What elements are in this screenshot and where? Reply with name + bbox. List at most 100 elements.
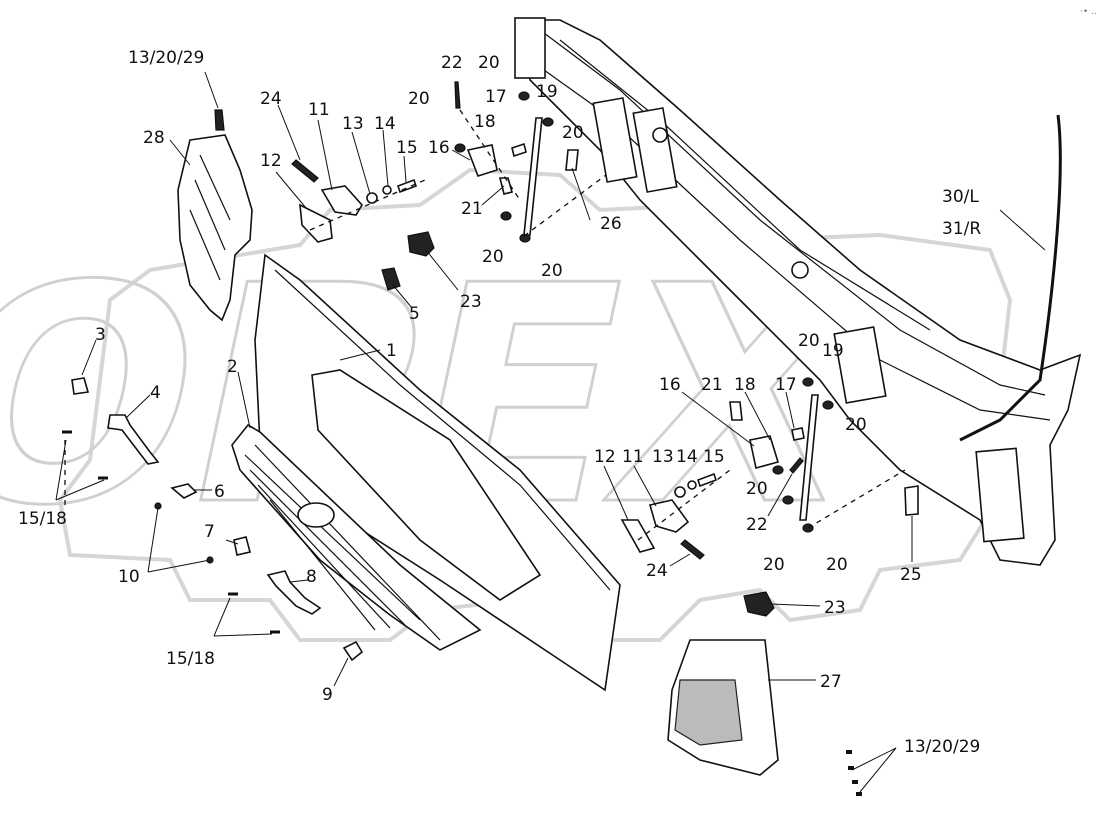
leader-11-top [317, 119, 333, 191]
callout-label: 3 [95, 325, 106, 345]
leader-23-top [425, 249, 459, 291]
callout-label: 22 [746, 515, 768, 535]
small-parts-left [62, 377, 364, 662]
leader-15-18-bottom-a [213, 597, 231, 637]
assembly-line-e [807, 469, 906, 529]
callout-label: 15 [703, 447, 725, 467]
part-4-handle [107, 414, 160, 465]
grille-emblem [297, 502, 335, 528]
callout-label: 16 [428, 138, 450, 158]
assembly-line-c [523, 174, 607, 237]
part-13-20-29-screws-bottom [846, 750, 862, 796]
callout-label: 13 [342, 114, 364, 134]
part-13-washer-right [674, 486, 686, 498]
part-15-18-screws-bottom [228, 592, 280, 634]
part-7-cap [233, 536, 251, 556]
leader-22-right [767, 473, 793, 517]
leader-13-top [351, 131, 371, 195]
hinge-assembly-top [214, 81, 579, 291]
callout-label: 27 [820, 672, 842, 692]
hinge-assembly-right [620, 377, 919, 796]
part-23-buffer-top [407, 231, 435, 257]
leader-12-right [603, 465, 629, 521]
leader-2 [237, 371, 251, 429]
grille-2-body [231, 423, 482, 651]
part-21-pin-right [729, 401, 743, 421]
leader-13-20-29-bottom-a [851, 747, 897, 771]
callout-label: 20 [541, 261, 563, 281]
part-8-handle [266, 570, 322, 615]
callout-label: 10 [118, 567, 140, 587]
part-13-washer-top [366, 192, 378, 204]
leader-24-right [669, 553, 691, 567]
leader-16-right [681, 391, 755, 447]
front-panel-1-window [311, 369, 542, 601]
callout-label: 20 [845, 415, 867, 435]
crossmember-bracket-e [514, 17, 546, 79]
leader-9 [333, 657, 349, 687]
front-panel-1 [254, 253, 621, 692]
leader-28 [169, 139, 191, 166]
part-20-bush-f [802, 377, 814, 387]
part-6-cover [170, 483, 198, 499]
leader-15-18-left-b [55, 479, 105, 501]
part-20-bush-b [454, 143, 466, 153]
part-24-spring-right [680, 539, 705, 560]
part-23-buffer-right [743, 591, 775, 617]
leader-15-18-bottom-b [213, 633, 273, 637]
crossmember-edge-b [529, 59, 1051, 421]
part-3-cap [71, 377, 90, 395]
leader-16-top [451, 149, 471, 161]
crossmember-edge-c [559, 39, 931, 331]
callout-label: 26 [600, 214, 622, 234]
callout-label: 12 [594, 447, 616, 467]
part-22-pin-top [454, 81, 461, 109]
corner-panel-28 [177, 134, 253, 322]
callout-label: 14 [374, 114, 396, 134]
callout-label: 23 [460, 292, 482, 312]
leader-17-right [785, 391, 795, 429]
part-11-hinge-right [648, 499, 690, 533]
callout-label: 20 [408, 89, 430, 109]
leader-11-right [633, 465, 657, 507]
callout-label: 20 [482, 247, 504, 267]
leader-lines [55, 71, 1046, 793]
part-20-bush-a [518, 91, 530, 101]
part-20-bush-c [542, 117, 554, 127]
callout-label: 20 [562, 123, 584, 143]
part-17-pin-right [791, 427, 805, 441]
part-13-20-29-screw-top [214, 109, 225, 131]
leader-8 [289, 579, 309, 583]
leader-26 [571, 167, 591, 221]
part-11-hinge-top [320, 185, 363, 216]
leader-10-a [147, 507, 159, 573]
callout-label: 20 [746, 479, 768, 499]
callout-label: 19 [536, 82, 558, 102]
callout-label: 1 [386, 341, 397, 361]
seal-strip-30-31 [959, 114, 1062, 442]
callout-label: 24 [260, 89, 282, 109]
leader-13-20-29-top [204, 71, 219, 109]
leader-3 [81, 339, 97, 376]
part-16-hinge-right [749, 435, 780, 469]
callout-label: 15/18 [166, 649, 215, 669]
leader-18-right [744, 391, 771, 441]
callout-label: 14 [676, 447, 698, 467]
callout-label: 30/L [942, 187, 979, 207]
callout-label: 12 [260, 151, 282, 171]
part-22-pin-right [789, 457, 804, 474]
watermark-gear-outline [57, 167, 1013, 642]
callout-label: 19 [822, 341, 844, 361]
part-12-bracket-right [620, 519, 656, 553]
callout-label: 21 [461, 199, 483, 219]
callout-label: 20 [798, 331, 820, 351]
part-24-spring-top [291, 159, 319, 183]
callout-label: 17 [775, 375, 797, 395]
callout-label: 9 [322, 685, 333, 705]
callout-label: 6 [214, 482, 225, 502]
part-14-washer-top [382, 185, 392, 195]
callout-label: 13/20/29 [128, 48, 204, 68]
crossmember-bracket-c [833, 326, 887, 404]
assembly-lines [64, 109, 906, 541]
